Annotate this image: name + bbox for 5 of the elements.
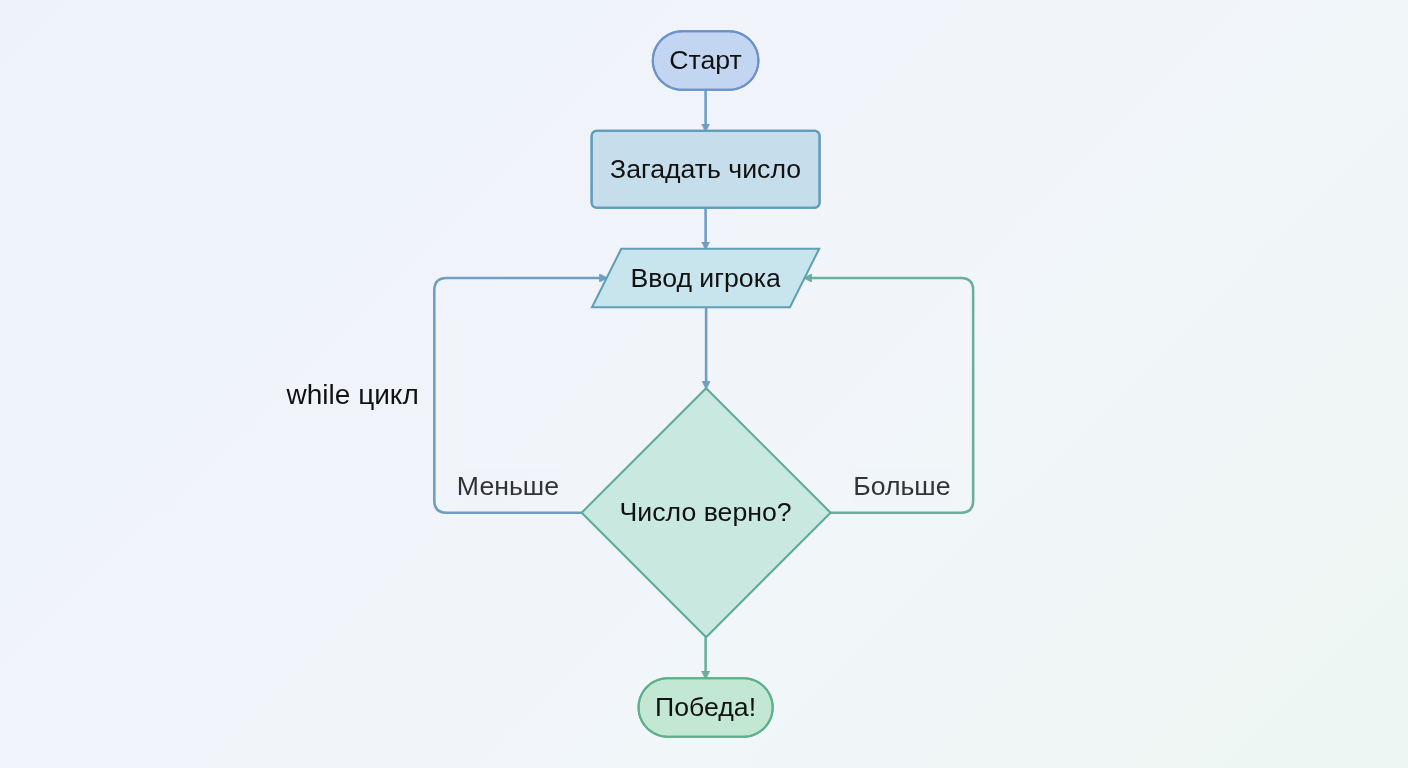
node-diamond: Число верно? [580,386,833,639]
loop-note: while цикл [286,379,419,412]
edge-label: Больше [853,470,951,502]
arrow [701,307,711,390]
edge-label: Меньше [457,470,560,502]
